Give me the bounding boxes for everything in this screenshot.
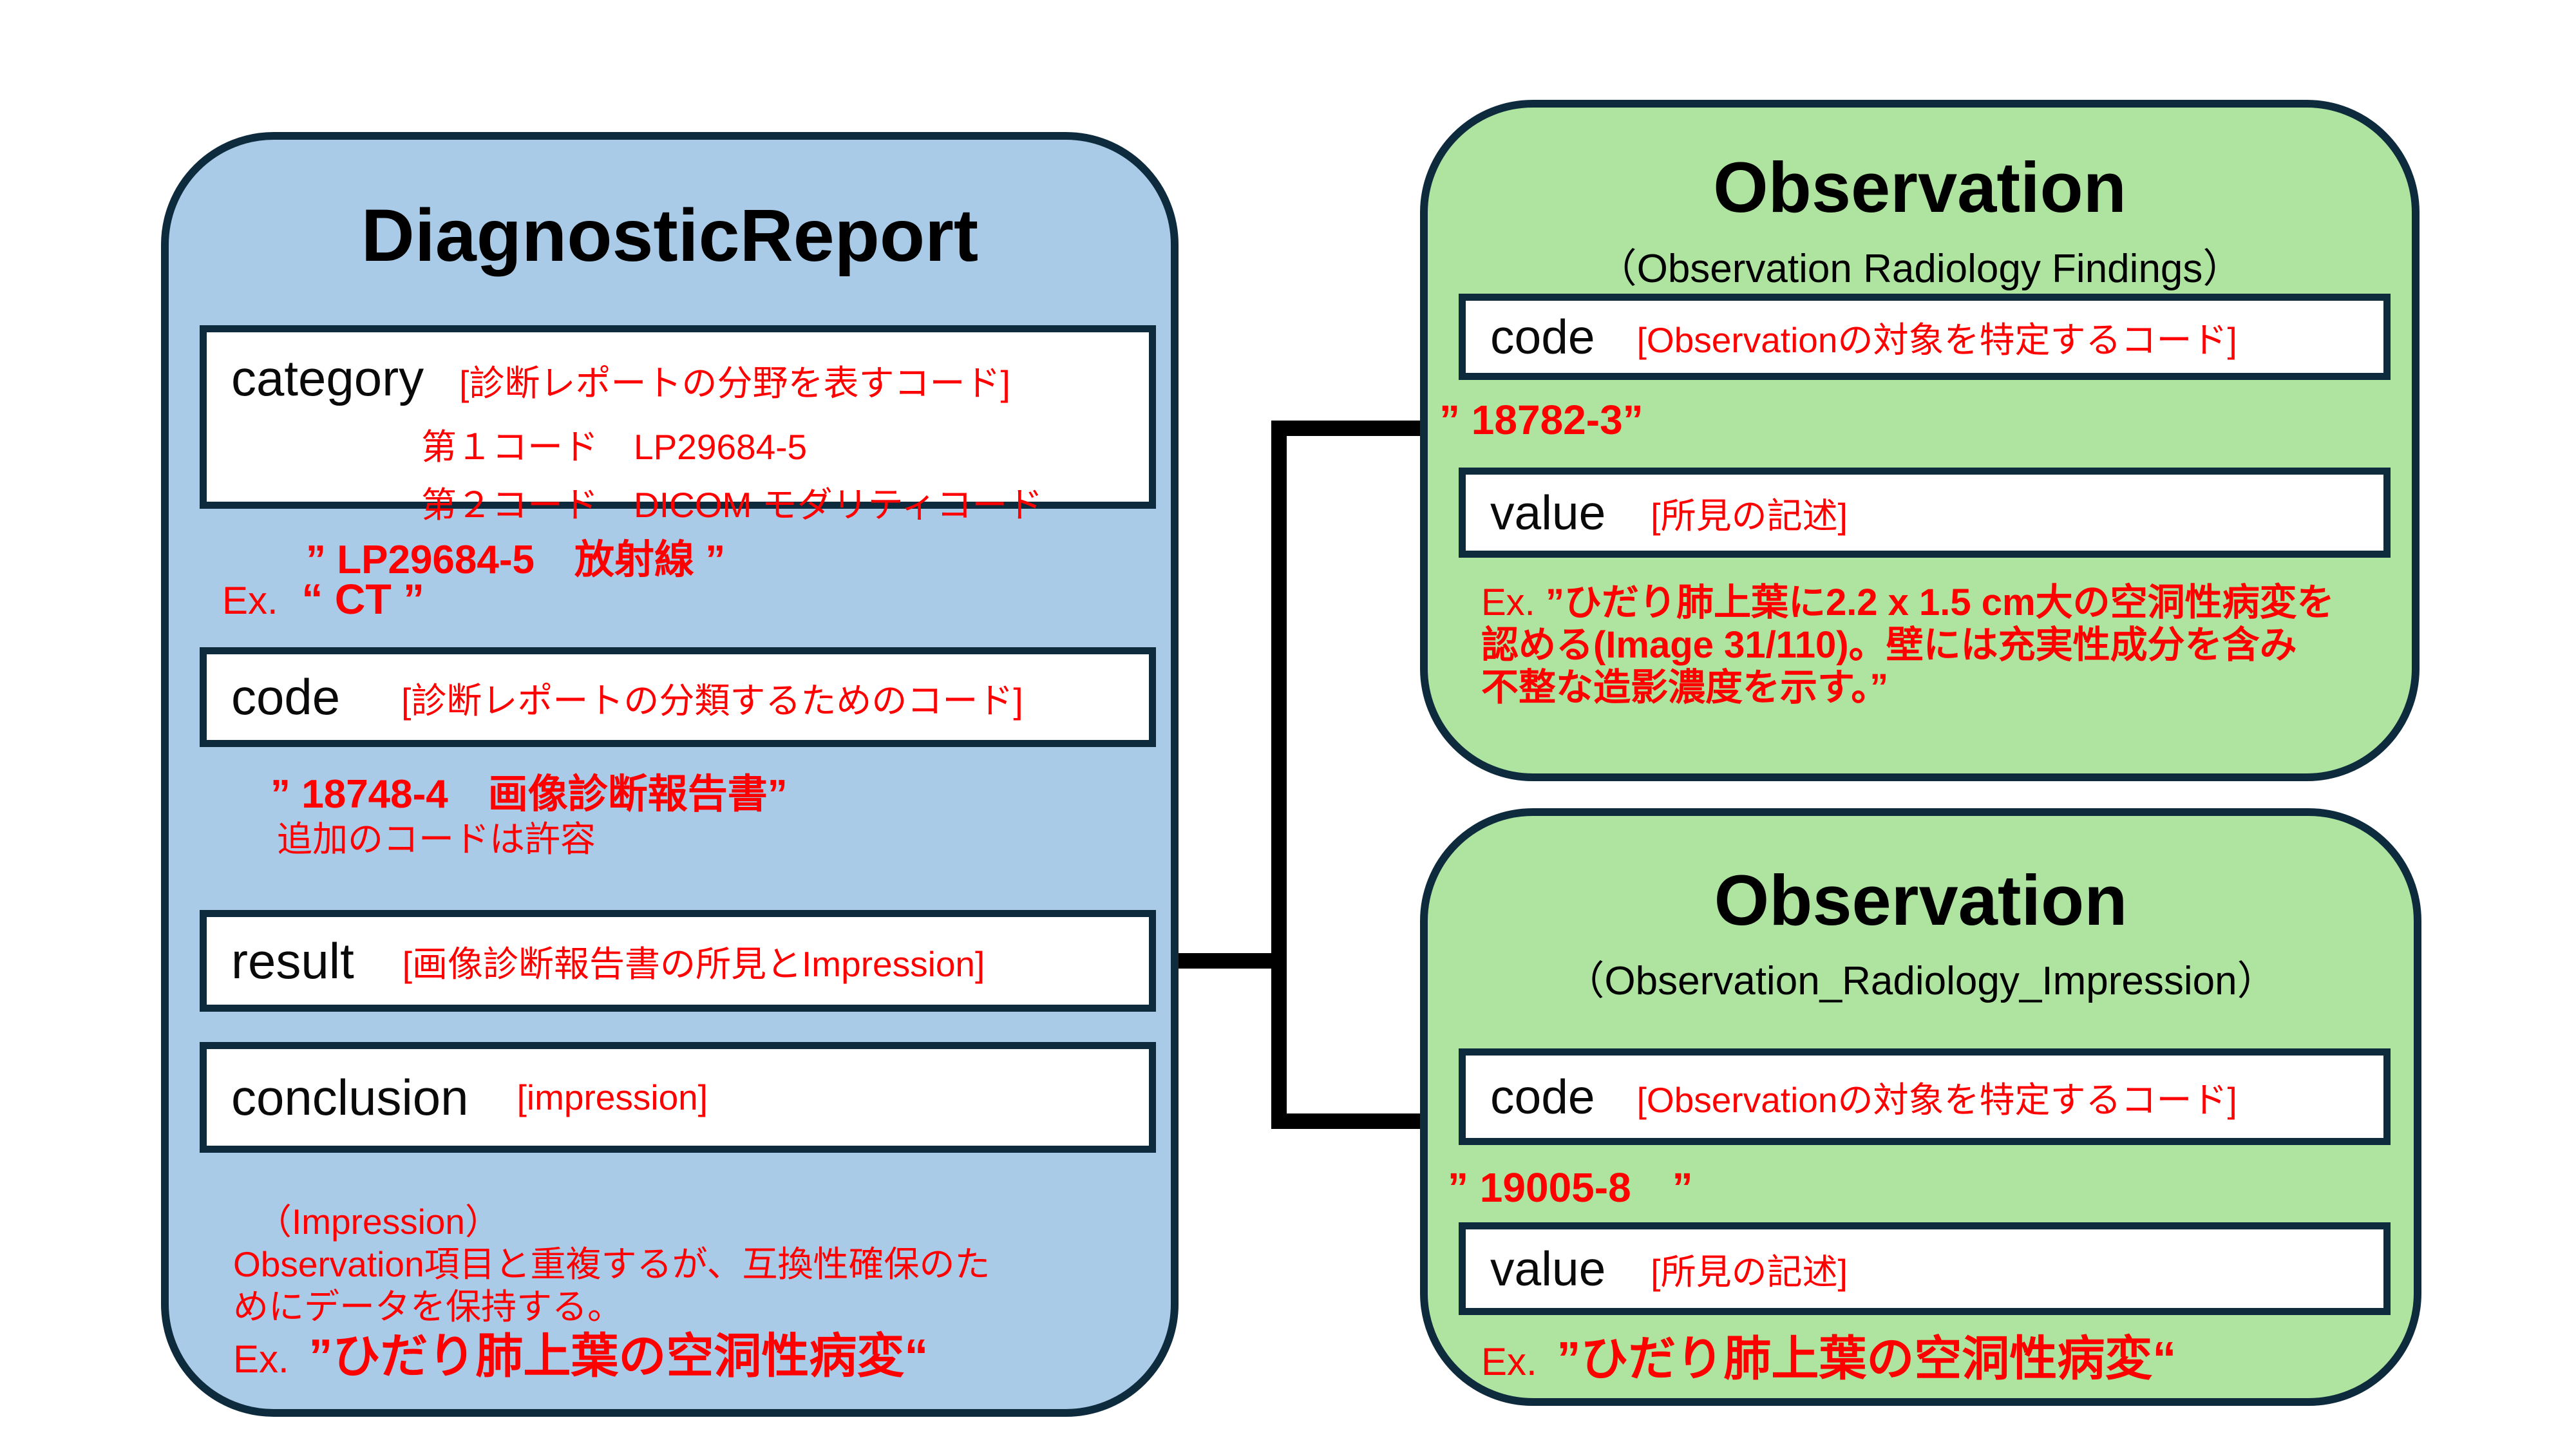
impression-code-annotation: [Observationの対象を特定するコード] [1636,1080,2237,1120]
findings-value-label: value [1490,486,1606,540]
conclusion-note-line3: めにデータを保持する。 [233,1287,623,1327]
findings-value-annotation: [所見の記述] [1651,496,1848,536]
impression-code-value: ” 19005-8 ” [1448,1164,1693,1211]
conclusion-label: conclusion [231,1068,469,1126]
observation-findings-box [1420,100,2420,781]
conclusion-example: Ex. ”ひだり肺上葉の空洞性病変“ [233,1318,928,1387]
category-ex-ct-value: “ CT ” [301,575,425,623]
impression-ex-prefix: Ex. [1481,1340,1537,1383]
impression-value-label: value [1490,1242,1606,1296]
result-label: result [231,932,354,989]
findings-code-annotation: [Observationの対象を特定するコード] [1636,320,2237,360]
conclusion-annotation: [impression] [516,1077,708,1117]
impression-ex-value: ”ひだり肺上葉の空洞性病変“ [1557,1332,2177,1385]
conclusion-ex-value: ”ひだり肺上葉の空洞性病変“ [308,1329,929,1383]
connector-to-impression [1271,1113,1429,1129]
impression-value-annotation: [所見の記述] [1651,1252,1848,1292]
code-field-box: code [診断レポートの分類するためのコード] [200,647,1156,747]
category-code2: 第２コード DICOM モダリティコード [421,485,1043,525]
findings-example: Ex. ”ひだり肺上葉に2.2 x 1.5 cm大の空洞性病変を 認める(Ima… [1481,582,2334,709]
conclusion-note-line2: Observation項目と重複するが、互換性確保のた [233,1244,990,1284]
conclusion-ex-prefix: Ex. [233,1338,289,1381]
category-example-ct: Ex. “ CT ” [222,574,424,623]
impression-code-field-box: code [Observationの対象を特定するコード] [1459,1048,2391,1145]
code-label: code [231,668,341,725]
observation-impression-title: Observation [1714,861,2128,940]
observation-findings-title: Observation [1713,148,2126,227]
category-example-value: ” LP29684-5 放射線 ” [306,538,726,582]
conclusion-note-impression: （Impression） [256,1202,500,1242]
observation-impression-subtitle: （Observation_Radiology_Impression） [1564,959,2277,1003]
impression-example: Ex. ”ひだり肺上葉の空洞性病変“ [1481,1320,2176,1389]
category-code1: 第１コード LP29684-5 [421,427,808,467]
impression-value-field-box: value [所見の記述] [1459,1222,2391,1315]
result-annotation: [画像診断報告書の所見とImpression] [402,944,985,984]
category-label: category [231,350,424,406]
findings-ex-line1: ”ひだり肺上葉に2.2 x 1.5 cm大の空洞性病変を [1545,582,2334,623]
connector-to-findings [1271,421,1429,436]
findings-ex-prefix: Ex. [1481,582,1535,623]
code-example-note: 追加のコードは許容 [277,819,596,859]
findings-value-field-box: value [所見の記述] [1459,468,2391,558]
findings-code-value: ” 18782-3” [1439,397,1643,443]
findings-code-field-box: code [Observationの対象を特定するコード] [1459,294,2391,380]
impression-code-label: code [1490,1070,1595,1124]
findings-code-label: code [1490,310,1595,364]
code-example-value: ” 18748-4 画像診断報告書” [270,772,788,817]
findings-ex-line2: 認める(Image 31/110)。壁には充実性成分を含み [1481,624,2297,666]
observation-findings-subtitle: （Observation Radiology Findings） [1596,247,2243,291]
findings-ex-line3: 不整な造影濃度を示す。” [1481,667,1889,708]
category-annotation: [診断レポートの分野を表すコード] [459,363,1010,403]
conclusion-field-box: conclusion [impression] [200,1042,1156,1153]
code-annotation: [診断レポートの分類するためのコード] [401,680,1023,721]
category-field-box: category [診断レポートの分野を表すコード] 第１コード LP29684… [200,325,1156,525]
category-ex-prefix: Ex. [222,579,278,622]
diagnosticreport-title: DiagnosticReport [361,194,979,277]
result-field-box: result [画像診断報告書の所見とImpression] [200,910,1156,1012]
connector-vertical [1271,421,1287,1129]
